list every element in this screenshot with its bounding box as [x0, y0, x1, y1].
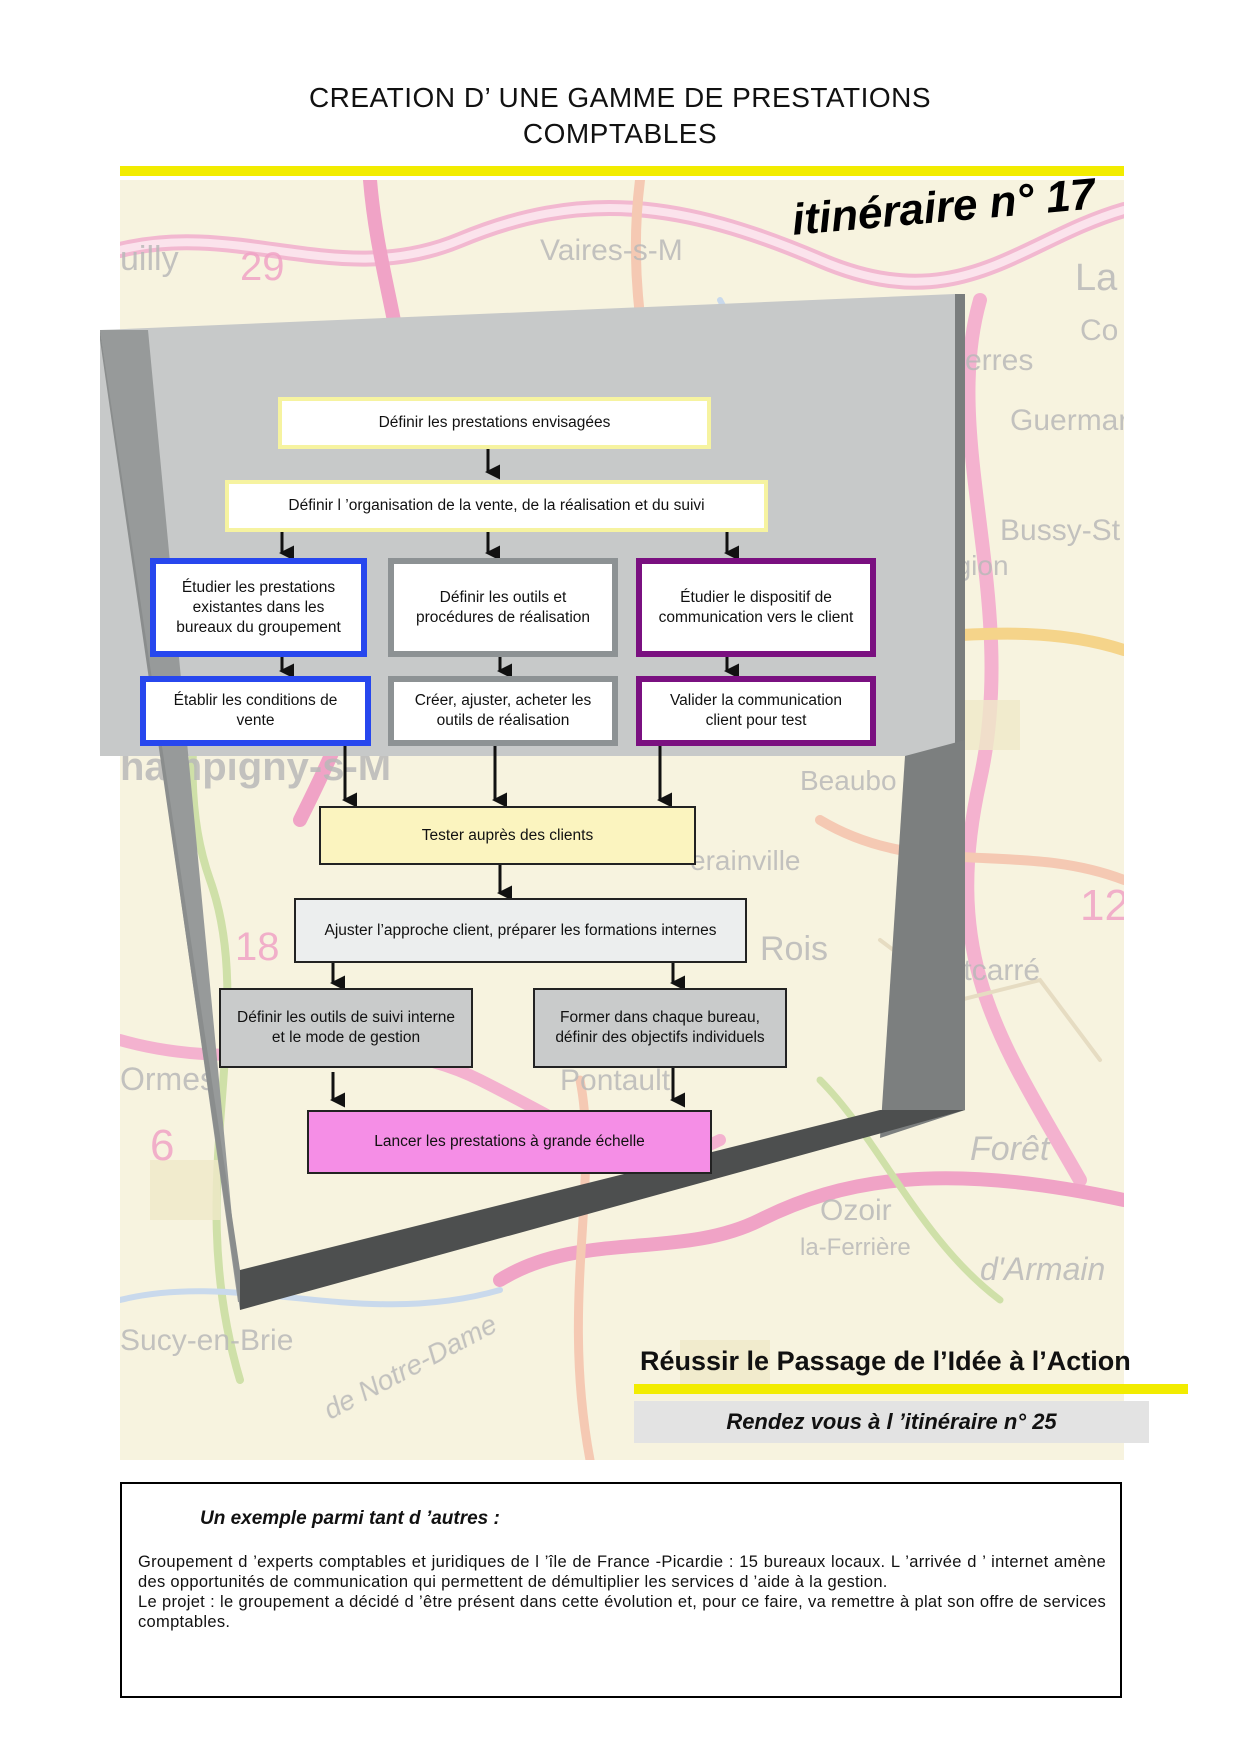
map-label-6: 6	[150, 1121, 174, 1170]
map-label-18: 18	[235, 925, 280, 969]
step-define-tools: Définir les outils et procédures de réal…	[388, 558, 618, 657]
step-create-tools-label: Créer, ajuster, acheter les outils de ré…	[414, 692, 592, 729]
slogan-underline	[634, 1384, 1188, 1394]
rendezvous-link[interactable]: Rendez vous à l ’itinéraire n° 25	[634, 1401, 1149, 1443]
map-label-vaires: Vaires-s-M	[540, 234, 683, 267]
step-validate-communication: Valider la communication client pour tes…	[636, 676, 876, 746]
map-label-uilly: uilly	[120, 240, 179, 278]
page-title: CREATION D’ UNE GAMME DE PRESTATIONS COM…	[120, 80, 1120, 152]
step-tracking-tools: Définir les outils de suivi interne et l…	[219, 988, 473, 1068]
step-define-tools-label: Définir les outils et procédures de réal…	[415, 588, 591, 626]
map-label-beaubo: Beaubo	[800, 765, 897, 796]
map-label-armain: d'Armain	[980, 1251, 1105, 1287]
step-sales-conditions-label: Établir les conditions de vente	[173, 692, 338, 729]
frame-right-side	[880, 740, 965, 1138]
map-label-sucy: Sucy-en-Brie	[120, 1324, 293, 1357]
map-label-29: 29	[240, 245, 285, 289]
map-label-guermar: Guermar	[1010, 404, 1124, 437]
example-body: Groupement d ’experts comptables et juri…	[138, 1552, 1106, 1632]
slogan: Réussir le Passage de l’Idée à l’Action	[640, 1346, 1131, 1376]
step-define-services: Définir les prestations envisagées	[278, 397, 711, 449]
map-label-erainville: erainville	[690, 845, 801, 876]
map-label-ozoir: Ozoir	[820, 1194, 892, 1227]
step-adjust-approach-label: Ajuster l’approche client, préparer les …	[324, 921, 717, 939]
step-create-tools: Créer, ajuster, acheter les outils de ré…	[388, 676, 618, 746]
map-label-col: Co	[1080, 314, 1118, 347]
step-adjust-approach: Ajuster l’approche client, préparer les …	[294, 898, 747, 963]
step-sales-conditions: Établir les conditions de vente	[140, 676, 371, 746]
step-tracking-tools-label: Définir les outils de suivi interne et l…	[237, 1009, 455, 1046]
map-label-ferriere: la-Ferrière	[800, 1234, 911, 1261]
map-label-rois: Rois	[760, 930, 828, 968]
step-study-existing: Étudier les prestations existantes dans …	[150, 558, 367, 657]
map-label-bussy: Bussy-St	[1000, 514, 1121, 547]
step-launch-label: Lancer les prestations à grande échelle	[374, 1133, 645, 1150]
map-label-12: 12	[1080, 881, 1124, 930]
title-line-2: COMPTABLES	[522, 118, 718, 149]
example-title: Un exemple parmi tant d ’autres :	[200, 1508, 500, 1529]
step-launch: Lancer les prestations à grande échelle	[307, 1110, 712, 1174]
title-line-1: CREATION D’ UNE GAMME DE PRESTATIONS	[308, 82, 932, 113]
rendezvous-label: Rendez vous à l ’itinéraire n° 25	[726, 1409, 1057, 1434]
step-define-organisation: Définir l ’organisation de la vente, de …	[225, 480, 768, 532]
step-train-offices-label: Former dans chaque bureau, définir des o…	[555, 1009, 765, 1046]
title-underline	[120, 166, 1124, 176]
step-define-organisation-label: Définir l ’organisation de la vente, de …	[288, 497, 705, 514]
step-test-clients: Tester auprès des clients	[319, 806, 696, 865]
step-define-services-label: Définir les prestations envisagées	[378, 414, 611, 431]
map-label-ormes: Ormes	[120, 1061, 216, 1097]
step-train-offices: Former dans chaque bureau, définir des o…	[533, 988, 787, 1068]
map-label-pontault: Pontault	[560, 1064, 671, 1097]
step-study-communication: Étudier le dispositif de communication v…	[636, 558, 876, 657]
step-study-existing-label: Étudier les prestations existantes dans …	[176, 578, 341, 636]
example-box: Un exemple parmi tant d ’autres : Groupe…	[120, 1482, 1122, 1698]
step-test-clients-label: Tester auprès des clients	[421, 826, 594, 844]
map-label-la: La	[1075, 257, 1118, 299]
step-study-communication-label: Étudier le dispositif de communication v…	[658, 588, 854, 626]
map-label-foret: Forêt	[970, 1130, 1051, 1168]
step-validate-communication-label: Valider la communication client pour tes…	[669, 692, 842, 729]
example-paragraph-1: Groupement d ’experts comptables et juri…	[138, 1553, 1106, 1591]
frame-bottom	[240, 1110, 965, 1310]
example-paragraph-2: Le projet : le groupement a décidé d ’êt…	[138, 1593, 1106, 1631]
